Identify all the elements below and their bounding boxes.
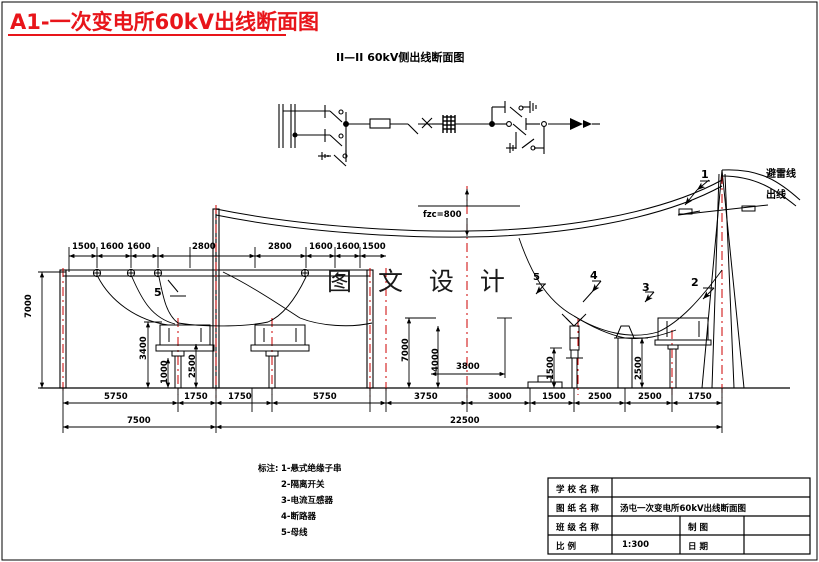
tb-label-drafter: 制 图 xyxy=(688,523,708,533)
dim-v-2500b: 2500 xyxy=(634,356,644,380)
dim-v-7000-mid: 7000 xyxy=(401,338,411,362)
dim-v-7000-left: 7000 xyxy=(24,294,34,318)
dim-top-2: 1600 xyxy=(100,242,124,252)
drawing-subtitle: II—II 60kV侧出线断面图 xyxy=(336,51,465,64)
sag-note-leader xyxy=(418,189,520,236)
callout-leaders xyxy=(167,179,715,303)
callout-2: 2 xyxy=(691,276,699,289)
callout-4: 4 xyxy=(590,269,598,282)
conductor-catenaries-right-bay xyxy=(222,271,373,327)
legend-item-2: 2-隔离开关 xyxy=(281,480,325,490)
tb-label-scale: 比 例 xyxy=(556,542,576,552)
equipment-left-1 xyxy=(155,324,215,388)
tb-label-school: 学 校 名 称 xyxy=(556,485,599,495)
dim-top-7: 1600 xyxy=(336,242,360,252)
circuit-breaker xyxy=(561,313,587,388)
label-outgoing-line: 出线 xyxy=(766,190,786,201)
tb-label-date: 日 期 xyxy=(688,542,708,552)
dim-bot-3: 1750 xyxy=(228,392,252,402)
disconnect-switch xyxy=(654,317,712,388)
dim-overall-right: 22500 xyxy=(450,416,480,426)
dim-v-3400: 3400 xyxy=(139,336,149,360)
tb-value-scale: 1:300 xyxy=(622,540,650,550)
dim-bot-7: 1500 xyxy=(542,392,566,402)
dim-h-3800: 3800 xyxy=(456,362,480,372)
main-span-catenary xyxy=(215,179,723,238)
legend-item-1: 1-悬式绝缘子串 xyxy=(281,464,342,474)
dimension-vertical xyxy=(38,271,648,389)
title-underline xyxy=(8,34,286,36)
dim-v-2500a: 2500 xyxy=(188,354,198,378)
dim-top-8: 1500 xyxy=(362,242,386,252)
label-lightning-wire: 避雷线 xyxy=(766,169,796,180)
dimension-chain-top xyxy=(68,247,386,272)
single-line-schematic xyxy=(278,101,600,167)
foundation-pad xyxy=(527,375,563,389)
dim-top-6: 1600 xyxy=(309,242,333,252)
dim-bot-5: 3750 xyxy=(414,392,438,402)
watermark: 图 文 设 计 xyxy=(327,267,514,296)
current-transformer xyxy=(614,325,636,388)
dim-v-1500: 1500 xyxy=(546,356,556,380)
dim-top-5: 2800 xyxy=(268,242,292,252)
equipment-left-2 xyxy=(250,324,310,388)
tb-label-drawing: 图 纸 名 称 xyxy=(556,504,599,514)
tb-value-drawing: 汤屯一次变电所60kV出线断面图 xyxy=(620,504,747,514)
dim-bot-2: 1750 xyxy=(184,392,208,402)
dim-bot-1: 5750 xyxy=(104,392,128,402)
callout-1: 1 xyxy=(701,168,709,181)
dim-bot-6: 3000 xyxy=(488,392,512,402)
legend-item-3: 3-电流互感器 xyxy=(281,496,333,506)
busbar-insulator-points xyxy=(92,268,310,278)
conductor-catenaries-left xyxy=(97,276,307,327)
tb-label-class: 班 级 名 称 xyxy=(556,523,599,533)
dim-bot-4: 5750 xyxy=(313,392,337,402)
dim-top-4: 2800 xyxy=(192,242,216,252)
sag-note: fzc=800 xyxy=(423,210,462,220)
legend-item-4: 4-断路器 xyxy=(281,512,316,522)
legend-item-5: 5-母线 xyxy=(281,528,308,538)
dim-bot-8: 2500 xyxy=(588,392,612,402)
callout-5b: 5 xyxy=(533,272,540,283)
legend-heading: 标注: xyxy=(258,464,279,474)
dim-v-1000: 1000 xyxy=(160,360,170,384)
callout-3: 3 xyxy=(642,281,650,294)
dimension-chain-bottom xyxy=(62,388,723,433)
dim-top-3: 1600 xyxy=(127,242,151,252)
dim-overall-left: 7500 xyxy=(127,416,151,426)
terminal-tower xyxy=(677,169,801,389)
dim-v-4000: 4000 xyxy=(431,348,441,372)
callout-5: 5 xyxy=(154,286,162,299)
dim-bot-9: 2500 xyxy=(638,392,662,402)
dim-top-1: 1500 xyxy=(72,242,96,252)
page-title: A1-一次变电所60kV出线断面图 xyxy=(10,10,320,34)
dim-bot-10: 1750 xyxy=(688,392,712,402)
